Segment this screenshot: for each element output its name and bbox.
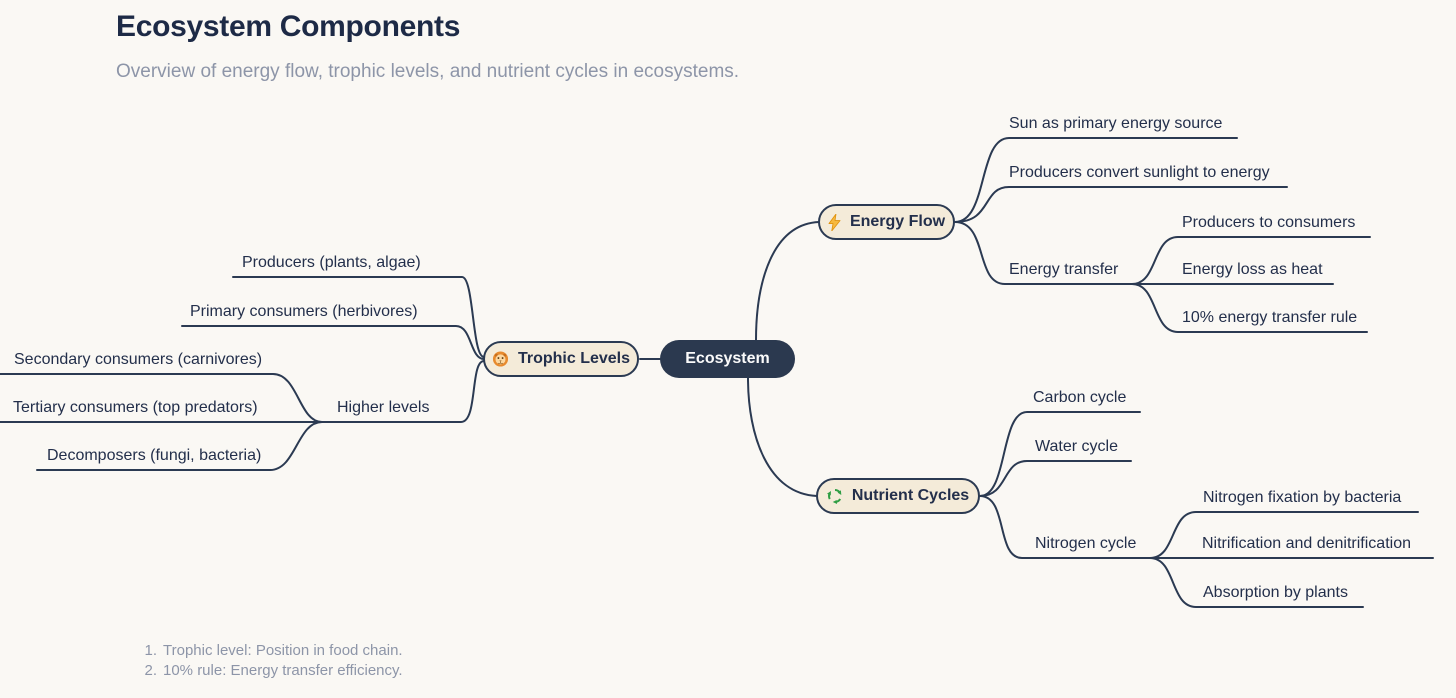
node-nutrient-cycles-label: Nutrient Cycles (851, 487, 970, 504)
link-decomposers (36, 421, 323, 471)
footnote-2-text: 10% rule: Energy transfer efficiency. (163, 662, 403, 679)
node-producers[interactable]: Producers (plants, algae) (242, 254, 421, 271)
node-energy-flow-label: Energy Flow (849, 213, 946, 230)
link-secondary-consumers (0, 373, 323, 423)
node-ecosystem-label: Ecosystem (685, 350, 770, 367)
link-producers-convert (954, 186, 1288, 223)
node-carbon-cycle[interactable]: Carbon cycle (1033, 389, 1127, 406)
footnote-1-number: 1. (144, 642, 157, 659)
footnote-2: 2. 10% rule: Energy transfer efficiency. (137, 661, 403, 681)
lion-icon (492, 351, 509, 368)
node-absorption[interactable]: Absorption by plants (1203, 584, 1348, 601)
node-trophic-levels-label: Trophic Levels (517, 350, 631, 367)
link-energy-transfer (954, 221, 1133, 285)
node-sun-primary-energy[interactable]: Sun as primary energy source (1009, 115, 1223, 132)
node-producers-to-consumers[interactable]: Producers to consumers (1182, 214, 1356, 231)
node-ecosystem[interactable]: Ecosystem (660, 340, 795, 378)
footnotes: 1. Trophic level: Position in food chain… (137, 641, 403, 681)
link-nitrogen-fixation (1149, 511, 1419, 559)
node-energy-flow[interactable]: Energy Flow (818, 204, 955, 240)
link-carbon-cycle (979, 411, 1141, 497)
node-tertiary-consumers[interactable]: Tertiary consumers (top predators) (13, 399, 258, 416)
node-ten-percent-rule[interactable]: 10% energy transfer rule (1182, 309, 1358, 326)
link-producers (232, 276, 485, 358)
link-water-cycle (979, 460, 1132, 497)
link-ten-percent-rule (1131, 283, 1368, 333)
node-decomposers[interactable]: Decomposers (fungi, bacteria) (47, 447, 262, 464)
footnote-1-text: Trophic level: Position in food chain. (163, 642, 403, 659)
link-primary-consumers (181, 325, 485, 360)
link-producers-to-consumers (1131, 236, 1371, 285)
node-primary-consumers[interactable]: Primary consumers (herbivores) (190, 303, 418, 320)
link-nitrogen-cycle (979, 495, 1151, 559)
node-nutrient-cycles[interactable]: Nutrient Cycles (816, 478, 980, 514)
node-secondary-consumers[interactable]: Secondary consumers (carnivores) (14, 351, 263, 368)
node-energy-transfer[interactable]: Energy transfer (1009, 261, 1119, 278)
node-higher-levels[interactable]: Higher levels (337, 399, 430, 416)
recycle-icon (826, 488, 843, 505)
lightning-icon (828, 213, 841, 231)
link-higher-levels (321, 360, 485, 423)
node-trophic-levels[interactable]: Trophic Levels (483, 341, 639, 377)
node-nitrification[interactable]: Nitrification and denitrification (1202, 535, 1411, 552)
link-absorption (1149, 557, 1364, 608)
link-root-energy (755, 221, 820, 341)
footnote-2-number: 2. (144, 662, 157, 679)
link-root-nutrient (747, 377, 818, 497)
node-nitrogen-fixation[interactable]: Nitrogen fixation by bacteria (1203, 489, 1402, 506)
node-energy-loss[interactable]: Energy loss as heat (1182, 261, 1323, 278)
node-nitrogen-cycle[interactable]: Nitrogen cycle (1035, 535, 1137, 552)
page-subtitle: Overview of energy flow, trophic levels,… (116, 61, 740, 82)
page-title: Ecosystem Components (116, 10, 461, 43)
node-producers-convert[interactable]: Producers convert sunlight to energy (1009, 164, 1270, 181)
footnote-1: 1. Trophic level: Position in food chain… (137, 641, 403, 661)
link-sun (954, 137, 1238, 223)
node-water-cycle[interactable]: Water cycle (1035, 438, 1118, 455)
